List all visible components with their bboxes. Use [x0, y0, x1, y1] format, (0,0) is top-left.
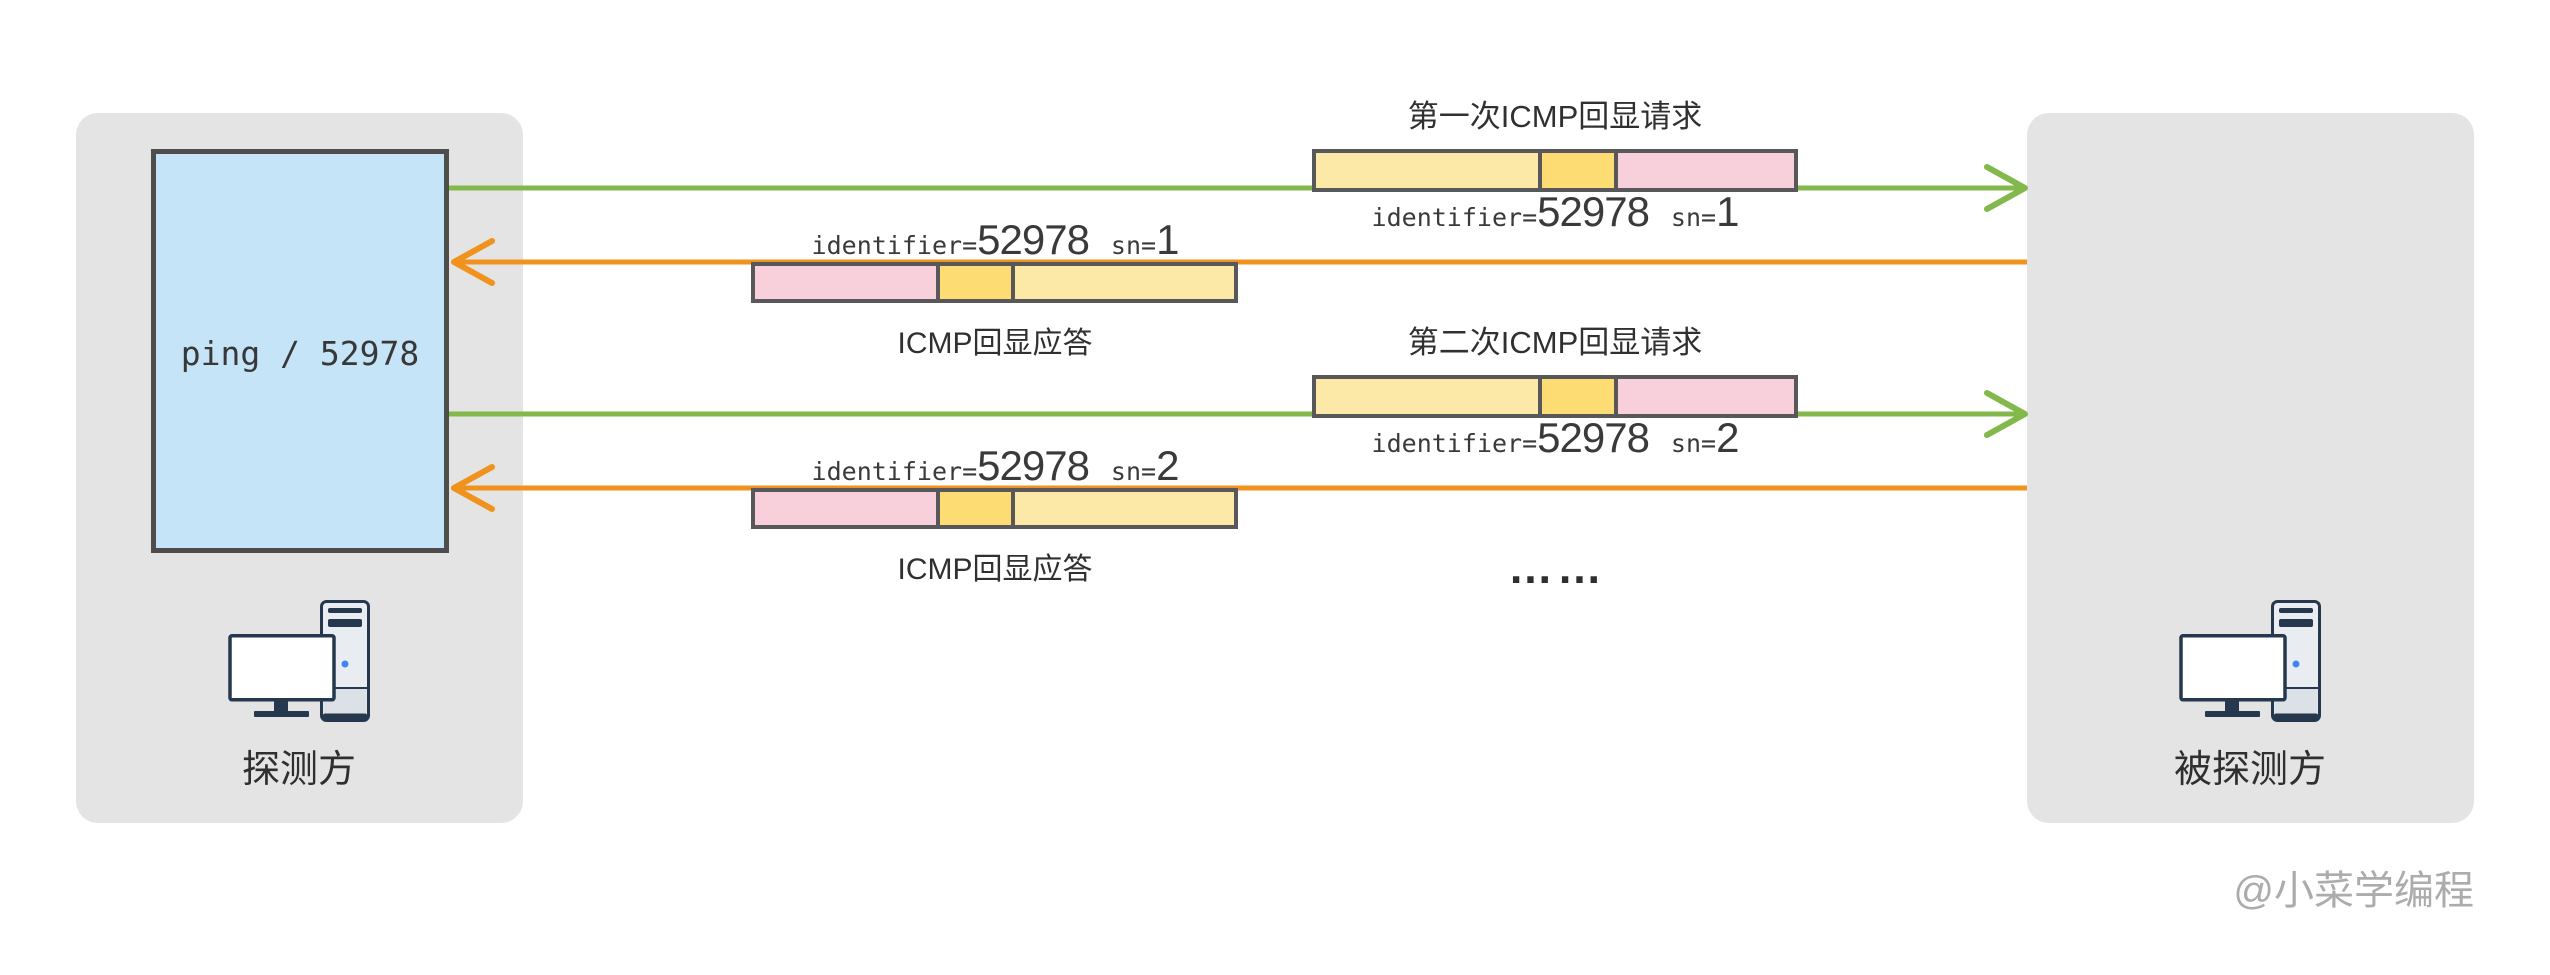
packet-segment: [755, 492, 936, 525]
identifier-label: identifier=: [1371, 429, 1538, 458]
probed-party-box: [2027, 113, 2474, 823]
identifier-value: 52978: [1537, 414, 1650, 461]
icmp-reply-packet-2: [751, 488, 1238, 529]
computer-icon: [2179, 600, 2321, 722]
icmp-reply-arrow-1: [451, 238, 2027, 286]
request-1-title: 第一次ICMP回显请求: [1407, 99, 1703, 134]
reply-1-caption: ICMP回显应答: [897, 327, 1093, 360]
probed-party-label: 被探测方: [2173, 749, 2327, 791]
sn-label: sn=: [1670, 203, 1717, 232]
identifier-label: identifier=: [811, 457, 978, 486]
identifier-value: 52978: [1537, 188, 1650, 235]
continuation-ellipsis: ……: [1508, 542, 1606, 593]
packet-segment: [1538, 379, 1614, 414]
packet-segment: [1316, 379, 1538, 414]
reply-1-identifier-row: identifier=52978 sn=1: [812, 215, 1180, 265]
sn-label: sn=: [1110, 457, 1157, 486]
identifier-value: 52978: [977, 216, 1090, 263]
identifier-label: identifier=: [811, 231, 978, 260]
icmp-reply-packet-1: [751, 262, 1238, 303]
prober-party-label: 探测方: [241, 749, 357, 791]
packet-segment: [1316, 153, 1538, 188]
request-1-identifier-row: identifier=52978 sn=1: [1372, 187, 1740, 237]
icmp-request-packet-1: [1312, 149, 1798, 192]
request-2-title: 第二次ICMP回显请求: [1407, 325, 1703, 360]
computer-icon: [228, 600, 370, 722]
ping-process-label: ping / 52978: [180, 334, 420, 373]
sn-label: sn=: [1670, 429, 1717, 458]
packet-segment: [1011, 266, 1234, 299]
ping-process-box: [151, 149, 449, 553]
watermark: @小菜学编程: [2233, 869, 2474, 913]
reply-2-identifier-row: identifier=52978 sn=2: [812, 441, 1180, 491]
reply-2-caption: ICMP回显应答: [897, 553, 1093, 586]
identifier-value: 52978: [977, 442, 1090, 489]
sn-value: 1: [1716, 188, 1739, 235]
request-2-identifier-row: identifier=52978 sn=2: [1372, 413, 1740, 463]
packet-segment: [1538, 153, 1614, 188]
sn-label: sn=: [1110, 231, 1157, 260]
sn-value: 2: [1156, 442, 1179, 489]
packet-segment: [936, 266, 1011, 299]
sn-value: 1: [1156, 216, 1179, 263]
packet-segment: [1614, 379, 1794, 414]
packet-segment: [936, 492, 1011, 525]
packet-segment: [1614, 153, 1794, 188]
icmp-reply-arrow-2: [451, 464, 2027, 512]
sn-value: 2: [1716, 414, 1739, 461]
packet-segment: [1011, 492, 1234, 525]
identifier-label: identifier=: [1371, 203, 1538, 232]
packet-segment: [755, 266, 936, 299]
icmp-request-packet-2: [1312, 375, 1798, 418]
